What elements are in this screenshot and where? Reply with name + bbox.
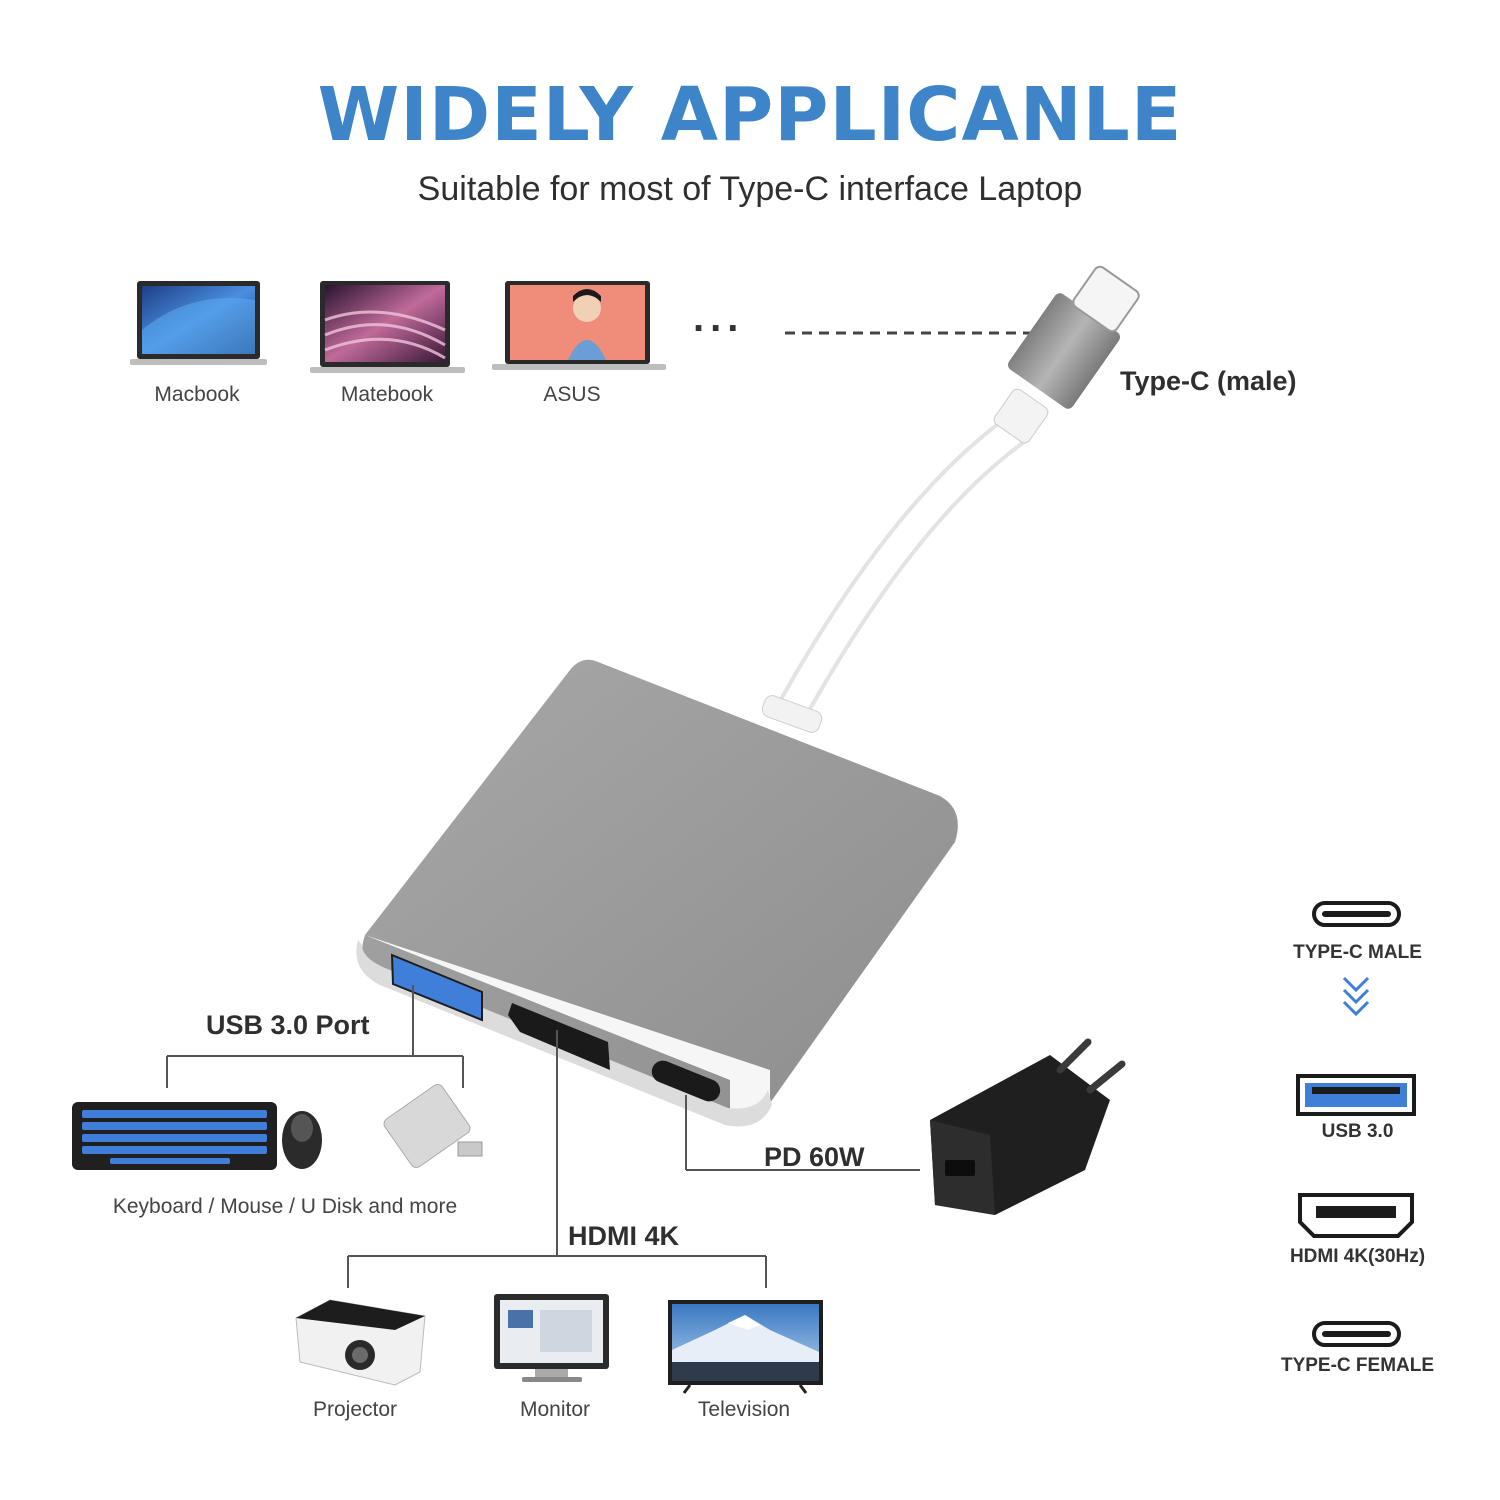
macbook-laptop-image xyxy=(130,281,267,365)
laptop-label-asus: ASUS xyxy=(543,383,601,406)
mouse-image xyxy=(282,1111,322,1169)
usb-port-label: USB 3.0 Port xyxy=(206,1010,370,1040)
matebook-laptop-image xyxy=(310,281,465,373)
type-c-female-icon xyxy=(1312,1321,1401,1347)
television-image xyxy=(668,1300,823,1394)
usb-3-0-icon xyxy=(1296,1074,1416,1116)
u-disk-image xyxy=(383,1084,483,1168)
hdmi-device-label-monitor: Monitor xyxy=(519,1398,591,1421)
usb-c-hub-image xyxy=(356,659,958,1127)
legend-label-usb-3-0: USB 3.0 xyxy=(1321,1121,1394,1142)
chevron-down-icon xyxy=(1342,976,1370,1017)
hdmi-connector-lines xyxy=(347,1030,767,1288)
asus-laptop-image xyxy=(492,281,666,370)
charger-image xyxy=(930,1038,1126,1215)
hdmi-device-label-projector: Projector xyxy=(312,1398,398,1421)
laptop-label-matebook: Matebook xyxy=(340,383,434,406)
pd-connector-line xyxy=(685,1095,920,1171)
legend-label-hdmi-4k: HDMI 4K(30Hz) xyxy=(1289,1246,1426,1267)
hdmi-label: HDMI 4K xyxy=(568,1221,680,1251)
more-laptops-ellipsis: ... xyxy=(693,296,745,340)
hdmi-device-label-television: Television xyxy=(697,1398,791,1421)
laptop-label-macbook: Macbook xyxy=(154,383,240,406)
hdmi-icon xyxy=(1298,1193,1414,1238)
page-title: WIDELY APPLICANLE xyxy=(317,72,1183,158)
legend-label-type-c-male: TYPE-C MALE xyxy=(1293,942,1422,963)
page-subtitle: Suitable for most of Type-C interface La… xyxy=(417,170,1083,208)
type-c-plug-image xyxy=(761,265,1140,733)
monitor-image xyxy=(494,1294,609,1382)
type-c-male-icon xyxy=(1312,901,1401,927)
keyboard-image xyxy=(72,1102,277,1170)
legend-label-type-c-female: TYPE-C FEMALE xyxy=(1280,1355,1435,1376)
pd-label: PD 60W xyxy=(764,1142,865,1172)
projector-image xyxy=(295,1299,426,1386)
usb-port-connector-lines xyxy=(166,985,464,1088)
type-c-male-label: Type-C (male) xyxy=(1120,366,1297,396)
usb-devices-caption: Keyboard / Mouse / U Disk and more xyxy=(112,1195,458,1218)
